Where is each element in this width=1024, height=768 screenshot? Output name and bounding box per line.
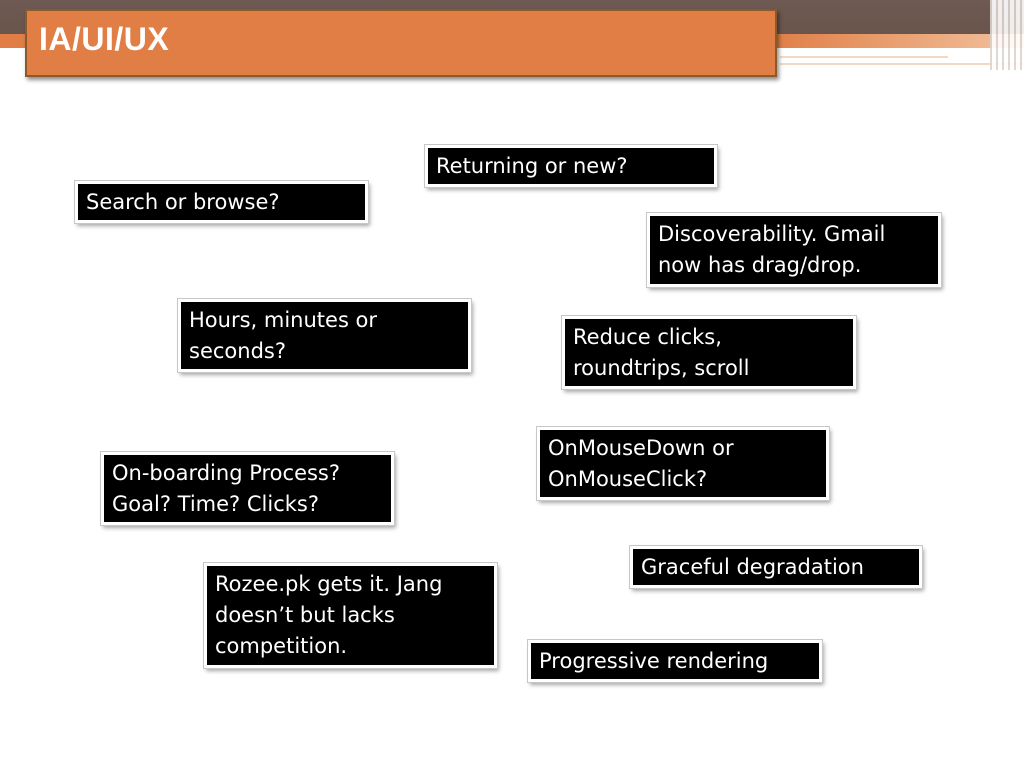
note-hours-minutes-seconds: Hours, minutes or seconds? [177, 298, 472, 373]
decorative-line [780, 63, 1024, 65]
note-discoverability: Discoverability. Gmail now has drag/drop… [646, 212, 942, 288]
decorative-line [780, 56, 948, 58]
note-progressive-rendering: Progressive rendering [527, 639, 823, 683]
note-mousedown-mouseclick: OnMouseDown or OnMouseClick? [536, 426, 830, 501]
note-reduce-clicks: Reduce clicks, roundtrips, scroll [561, 315, 857, 390]
header-accent-fade [770, 34, 1024, 48]
note-graceful-degradation: Graceful degradation [629, 545, 923, 589]
note-rozee-jang: Rozee.pk gets it. Jang doesn’t but lacks… [203, 562, 498, 669]
note-onboarding-process: On-boarding Process? Goal? Time? Clicks? [100, 451, 395, 526]
note-returning-or-new: Returning or new? [424, 144, 718, 188]
note-search-or-browse: Search or browse? [74, 180, 369, 224]
decorative-stripes [990, 0, 1024, 70]
title-box: IA/UI/UX [25, 9, 777, 77]
slide-title: IA/UI/UX [39, 21, 170, 57]
